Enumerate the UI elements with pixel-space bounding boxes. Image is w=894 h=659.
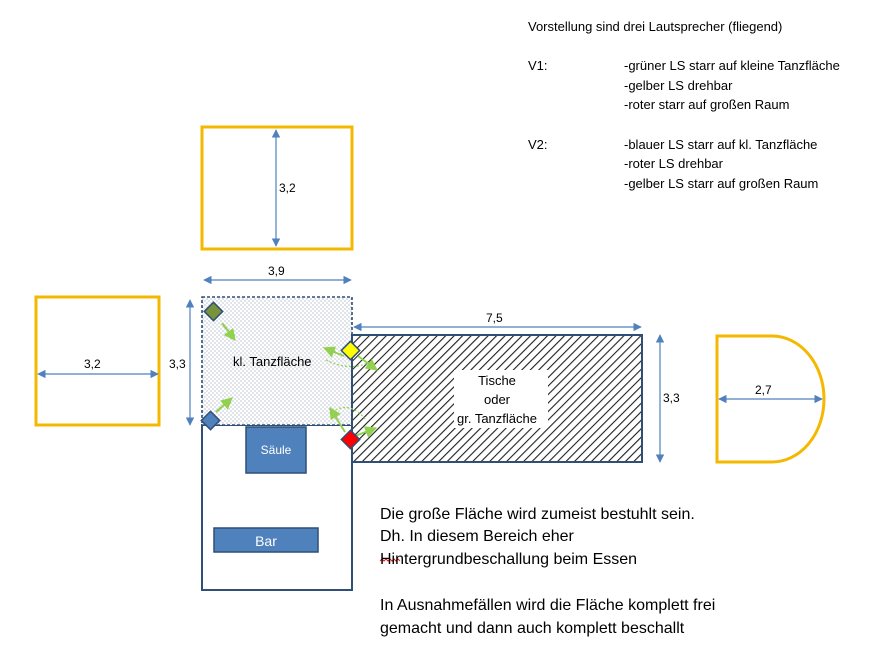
yellow-speaker-sweep-arc: [325, 359, 371, 368]
column-label: Säule: [261, 443, 292, 457]
column-box: [245, 426, 307, 474]
blue-speaker-icon: [200, 410, 221, 431]
small-floor-width-label: 3,9: [268, 264, 285, 278]
small-floor-height-label: 3,3: [169, 357, 186, 371]
v2-label: V2:: [528, 137, 548, 152]
round-room: [715, 334, 826, 464]
top-room-height-label: 3,2: [279, 181, 296, 195]
bar-box: [213, 527, 319, 553]
speaker-beams: [215, 322, 378, 438]
red-speaker-icon: [340, 429, 361, 450]
v2-line-2: -roter LS drehbar: [624, 156, 723, 171]
description-line-4: In Ausnahmefällen wird die Fläche komple…: [380, 597, 716, 614]
left-room: [34, 295, 161, 427]
left-room-width-label: 3,2: [84, 357, 101, 371]
large-area-label-2: oder: [484, 392, 511, 407]
v1-line-1: -grüner LS starr auf kleine Tanzfläche: [624, 58, 840, 73]
notes-heading: Vorstellung sind drei Lautsprecher (flie…: [528, 19, 783, 34]
v1-label: V1:: [528, 58, 548, 73]
v1-line-2: -gelber LS drehbar: [624, 78, 733, 93]
green-speaker-icon: [203, 301, 224, 322]
yellow-speaker-beam-left: [322, 346, 345, 358]
yellow-speaker-icon: [340, 340, 361, 361]
large-area-label-1: Tische: [478, 373, 516, 388]
description-line-3: Hintergrundbeschallung beim Essen: [380, 551, 638, 568]
v2-line-3: -gelber LS starr auf großen Raum: [624, 176, 819, 191]
red-speaker-beam-right: [354, 426, 378, 438]
spellcheck-squiggle: [379, 558, 401, 562]
description-line-5: gemacht und dann auch komplett beschallt: [380, 620, 685, 637]
description-line-2: Dh. In diesem Bereich eher: [380, 528, 574, 545]
large-area-width-label: 7,5: [486, 311, 503, 325]
yellow-speaker-beam-right: [357, 355, 378, 371]
top-room: [200, 125, 354, 251]
bar-label: Bar: [255, 533, 277, 549]
v2-line-1: -blauer LS starr auf kl. Tanzfläche: [624, 137, 818, 152]
description-line-1: Die große Fläche wird zumeist bestuhlt s…: [380, 506, 695, 523]
blue-speaker-beam: [215, 397, 233, 413]
green-speaker-beam: [221, 322, 236, 341]
large-area-label-bg: [454, 370, 548, 428]
large-area-height-label: 3,3: [663, 391, 680, 405]
large-area-label-3: gr. Tanzfläche: [457, 411, 537, 426]
round-room-width-label: 2,7: [755, 383, 772, 397]
small-dance-floor-label: kl. Tanzfläche: [233, 354, 312, 369]
v1-line-3: -roter starr auf großen Raum: [624, 97, 790, 112]
